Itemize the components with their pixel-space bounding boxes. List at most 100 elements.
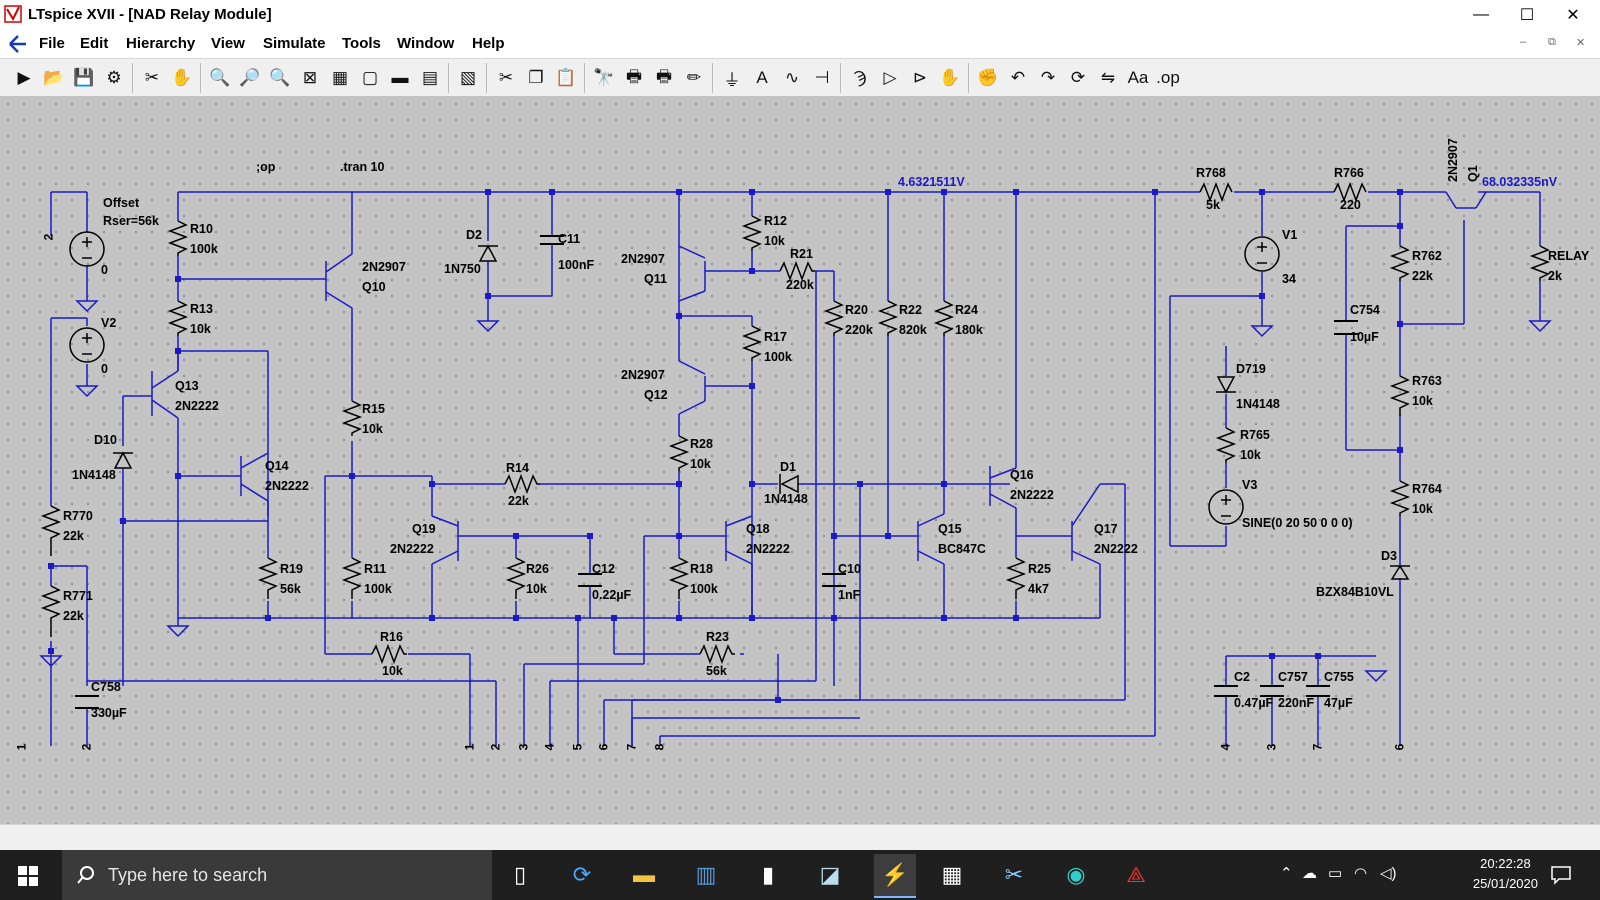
v2-label[interactable]: V2 bbox=[101, 316, 117, 330]
r16-label[interactable]: R16 bbox=[380, 630, 403, 644]
cloud-icon[interactable]: ☁ bbox=[1302, 865, 1317, 882]
op-directive[interactable]: ;op bbox=[256, 160, 276, 174]
open-icon[interactable]: 📂 bbox=[43, 68, 65, 87]
mirror-icon[interactable]: ⇋ bbox=[1100, 68, 1116, 87]
v1-value[interactable]: 34 bbox=[1282, 272, 1296, 286]
r18-value[interactable]: 100k bbox=[690, 582, 718, 596]
zoom-fit-icon[interactable]: ⊠ bbox=[302, 68, 318, 87]
diode-icon[interactable]: ▷ bbox=[883, 68, 897, 87]
show-hidden-icons-icon[interactable]: ⌃ bbox=[1280, 865, 1293, 882]
r763-value[interactable]: 10k bbox=[1412, 394, 1433, 408]
q14-value[interactable]: 2N2222 bbox=[265, 479, 309, 493]
q11-label[interactable]: Q11 bbox=[644, 272, 667, 286]
r768-label[interactable]: R768 bbox=[1196, 166, 1226, 180]
mdi-restore-button[interactable]: ⧉ bbox=[1548, 36, 1556, 48]
v3-label[interactable]: V3 bbox=[1242, 478, 1258, 492]
minimize-button[interactable]: — bbox=[1473, 6, 1489, 23]
offset-value[interactable]: Rser=56k bbox=[103, 214, 159, 228]
q10-type[interactable]: 2N2907 bbox=[362, 260, 406, 274]
r10-value[interactable]: 100k bbox=[190, 242, 218, 256]
notifications-icon[interactable] bbox=[1550, 864, 1572, 886]
r17-value[interactable]: 100k bbox=[764, 350, 792, 364]
undo-icon[interactable]: ↶ bbox=[1010, 68, 1026, 87]
c755-label[interactable]: C755 bbox=[1324, 670, 1354, 684]
c757-label[interactable]: C757 bbox=[1278, 670, 1308, 684]
print-setup-icon[interactable]: 🖶 bbox=[655, 66, 673, 86]
r23-label[interactable]: R23 bbox=[706, 630, 729, 644]
r762-label[interactable]: R762 bbox=[1412, 249, 1442, 263]
r11-value[interactable]: 100k bbox=[364, 582, 392, 596]
q1-type[interactable]: 2N2907 bbox=[1446, 138, 1460, 182]
c10-value[interactable]: 1nF bbox=[838, 588, 861, 602]
zoom-area-icon[interactable]: 🔎 bbox=[239, 68, 261, 87]
ltspice-icon[interactable]: ⚡ bbox=[874, 854, 916, 898]
r22-label[interactable]: R22 bbox=[899, 303, 922, 317]
document-icon[interactable]: ▮ bbox=[761, 862, 775, 887]
r766-label[interactable]: R766 bbox=[1334, 166, 1364, 180]
maximize-button[interactable]: ☐ bbox=[1519, 7, 1535, 24]
q19-value[interactable]: 2N2222 bbox=[390, 542, 434, 556]
r22-value[interactable]: 820k bbox=[899, 323, 927, 337]
mdi-close-button[interactable]: ✕ bbox=[1576, 37, 1586, 49]
r15-label[interactable]: R15 bbox=[362, 402, 385, 416]
c2-value[interactable]: 0.47µF bbox=[1234, 696, 1274, 710]
relay-label[interactable]: RELAY bbox=[1548, 249, 1590, 263]
wifi-icon[interactable]: ◠ bbox=[1354, 865, 1368, 882]
port-bottom-8[interactable]: 8 bbox=[652, 743, 667, 751]
v3-value[interactable]: SINE(0 20 50 0 0 0) bbox=[1242, 516, 1353, 530]
r26-label[interactable]: R26 bbox=[526, 562, 549, 576]
inductor-icon[interactable]: Ϡ bbox=[853, 68, 867, 87]
q11-type[interactable]: 2N2907 bbox=[621, 252, 665, 266]
port-bottom-2[interactable]: 2 bbox=[488, 743, 503, 751]
r25-value[interactable]: 4k7 bbox=[1028, 582, 1049, 596]
r765-value[interactable]: 10k bbox=[1240, 448, 1261, 462]
c10-label[interactable]: C10 bbox=[838, 562, 861, 576]
c11-value[interactable]: 100nF bbox=[558, 258, 595, 272]
halt-icon[interactable]: ✂ bbox=[144, 68, 160, 87]
port-bottom-6[interactable]: 6 bbox=[596, 743, 611, 751]
draw-wire-icon[interactable]: ✏ bbox=[686, 68, 702, 87]
q13-label[interactable]: Q13 bbox=[175, 379, 199, 393]
volume-icon[interactable]: ◁) bbox=[1380, 865, 1397, 882]
r13-label[interactable]: R13 bbox=[190, 302, 213, 316]
q15-value[interactable]: BC847C bbox=[938, 542, 986, 556]
menu-edit[interactable]: Edit bbox=[80, 35, 109, 52]
r10-label[interactable]: R10 bbox=[190, 222, 213, 236]
c758-value[interactable]: 330µF bbox=[91, 706, 127, 720]
q16-value[interactable]: 2N2222 bbox=[1010, 488, 1054, 502]
autorange-icon[interactable]: ▦ bbox=[331, 68, 349, 87]
relay-value[interactable]: 2k bbox=[1548, 269, 1562, 283]
c754-label[interactable]: C754 bbox=[1350, 303, 1380, 317]
r770-label[interactable]: R770 bbox=[63, 509, 93, 523]
c755-value[interactable]: 47µF bbox=[1324, 696, 1353, 710]
q14-label[interactable]: Q14 bbox=[265, 459, 289, 473]
r14-value[interactable]: 22k bbox=[508, 494, 529, 508]
q13-value[interactable]: 2N2222 bbox=[175, 399, 219, 413]
port-bottom-7[interactable]: 7 bbox=[624, 743, 639, 751]
v2-value[interactable]: 0 bbox=[101, 362, 108, 376]
notepad-icon[interactable]: ◪ bbox=[819, 862, 841, 887]
zoom-in-icon[interactable]: 🔍 bbox=[209, 68, 231, 87]
spice-directive-icon[interactable]: .op bbox=[1156, 68, 1180, 87]
r15-value[interactable]: 10k bbox=[362, 422, 383, 436]
d3-label[interactable]: D3 bbox=[1381, 549, 1397, 563]
menu-simulate[interactable]: Simulate bbox=[263, 35, 326, 52]
control-panel-icon[interactable]: ⚙ bbox=[106, 68, 122, 87]
c2-label[interactable]: C2 bbox=[1234, 670, 1250, 684]
tran-directive[interactable]: .tran 10 bbox=[340, 160, 385, 174]
ltspice-app-icon[interactable] bbox=[4, 3, 24, 25]
drag-icon[interactable]: ✊ bbox=[977, 68, 999, 87]
sync-icon[interactable]: ⟳ bbox=[572, 862, 592, 887]
q12-label[interactable]: Q12 bbox=[644, 388, 668, 402]
port-right-7[interactable]: 7 bbox=[1310, 743, 1325, 751]
bank-icon[interactable]: ▥ bbox=[695, 862, 717, 887]
taskbar-search[interactable]: Type here to search bbox=[62, 850, 492, 900]
r770-value[interactable]: 22k bbox=[63, 529, 84, 543]
d719-label[interactable]: D719 bbox=[1236, 362, 1266, 376]
menu-view[interactable]: View bbox=[211, 35, 245, 52]
resistor-icon[interactable]: ∿ bbox=[784, 68, 800, 87]
port-bottom-5[interactable]: 5 bbox=[570, 743, 585, 751]
d1-label[interactable]: D1 bbox=[780, 460, 796, 474]
mdi-document-icon[interactable] bbox=[6, 33, 28, 55]
calculator-icon[interactable]: ▦ bbox=[941, 862, 963, 887]
